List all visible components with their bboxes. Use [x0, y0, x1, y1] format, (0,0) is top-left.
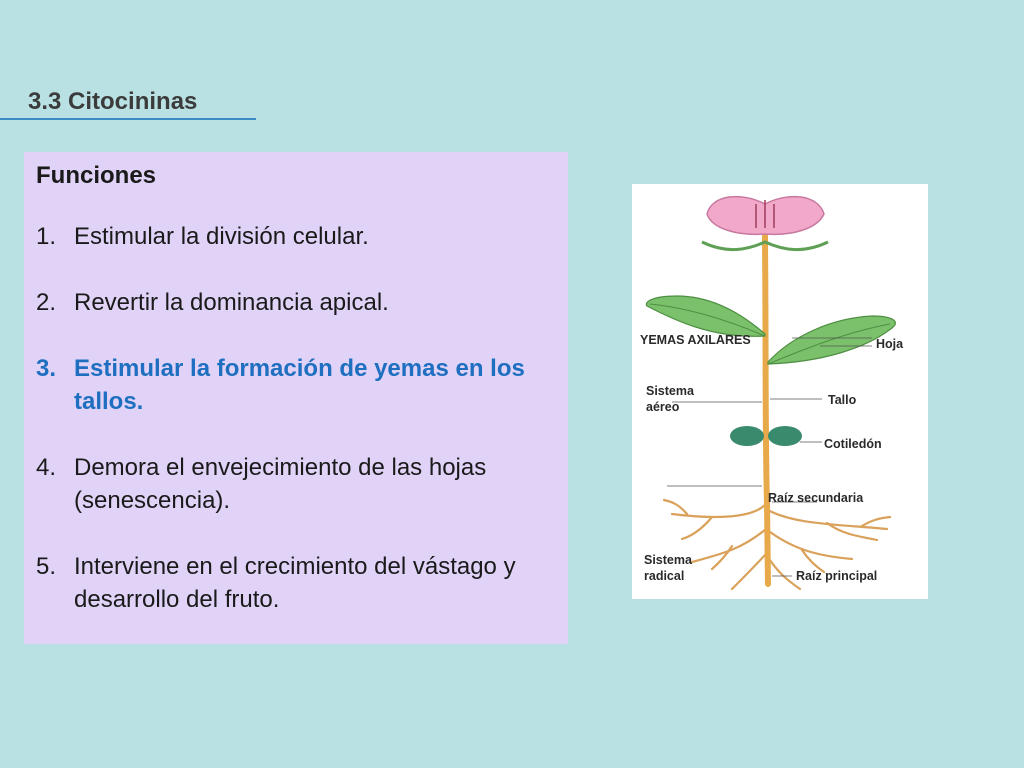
- left-leaf: [645, 295, 766, 337]
- plant-diagram: YEMAS AXILARES Hoja Sistema aéreo Tallo …: [632, 184, 928, 599]
- panel-heading: Funciones: [36, 162, 157, 189]
- label-tallo: Tallo: [828, 393, 857, 407]
- item-number: 4.: [36, 454, 57, 481]
- item-number: 3.: [36, 355, 57, 382]
- item-text: Demora el envejecimiento de las hojas (s…: [74, 454, 487, 514]
- label-hoja: Hoja: [876, 337, 904, 351]
- item-number: 1.: [36, 223, 57, 250]
- list-item: 1. Estimular la división celular.: [36, 220, 556, 253]
- roots: [662, 498, 892, 591]
- slide-title: 3.3 Citocininas: [28, 88, 198, 115]
- label-sistema-radical-line1: Sistema: [644, 553, 693, 567]
- list-item-highlighted: 3. Estimular la formación de yemas en lo…: [36, 352, 556, 418]
- list-item: 5. Interviene en el crecimiento del vást…: [36, 550, 556, 616]
- label-yemas-axilares: YEMAS AXILARES: [640, 333, 751, 347]
- functions-panel: Funciones 1. Estimular la división celul…: [24, 152, 568, 644]
- flower: [701, 195, 829, 252]
- item-text: Estimular la formación de yemas en los t…: [74, 355, 525, 415]
- right-leaf: [767, 315, 896, 365]
- label-cotiledon: Cotiledón: [824, 437, 882, 451]
- item-text: Revertir la dominancia apical.: [74, 289, 389, 316]
- stem: [762, 221, 771, 587]
- label-raiz-secundaria: Raíz secundaria: [768, 491, 864, 505]
- label-sistema-aereo-line2: aéreo: [646, 400, 680, 414]
- cotyledon: [730, 426, 802, 446]
- item-number: 5.: [36, 553, 57, 580]
- item-number: 2.: [36, 289, 57, 316]
- item-text: Interviene en el crecimiento del vástago…: [74, 553, 516, 613]
- list-item: 2. Revertir la dominancia apical.: [36, 286, 556, 319]
- leader-lines: [667, 337, 872, 577]
- item-text: Estimular la división celular.: [74, 223, 369, 250]
- label-raiz-principal: Raíz principal: [796, 569, 877, 583]
- list-item: 4. Demora el envejecimiento de las hojas…: [36, 451, 556, 517]
- label-sistema-radical-line2: radical: [644, 569, 684, 583]
- label-sistema-aereo-line1: Sistema: [646, 384, 695, 398]
- plant-diagram-svg: YEMAS AXILARES Hoja Sistema aéreo Tallo …: [640, 195, 904, 591]
- title-underline: [0, 118, 256, 120]
